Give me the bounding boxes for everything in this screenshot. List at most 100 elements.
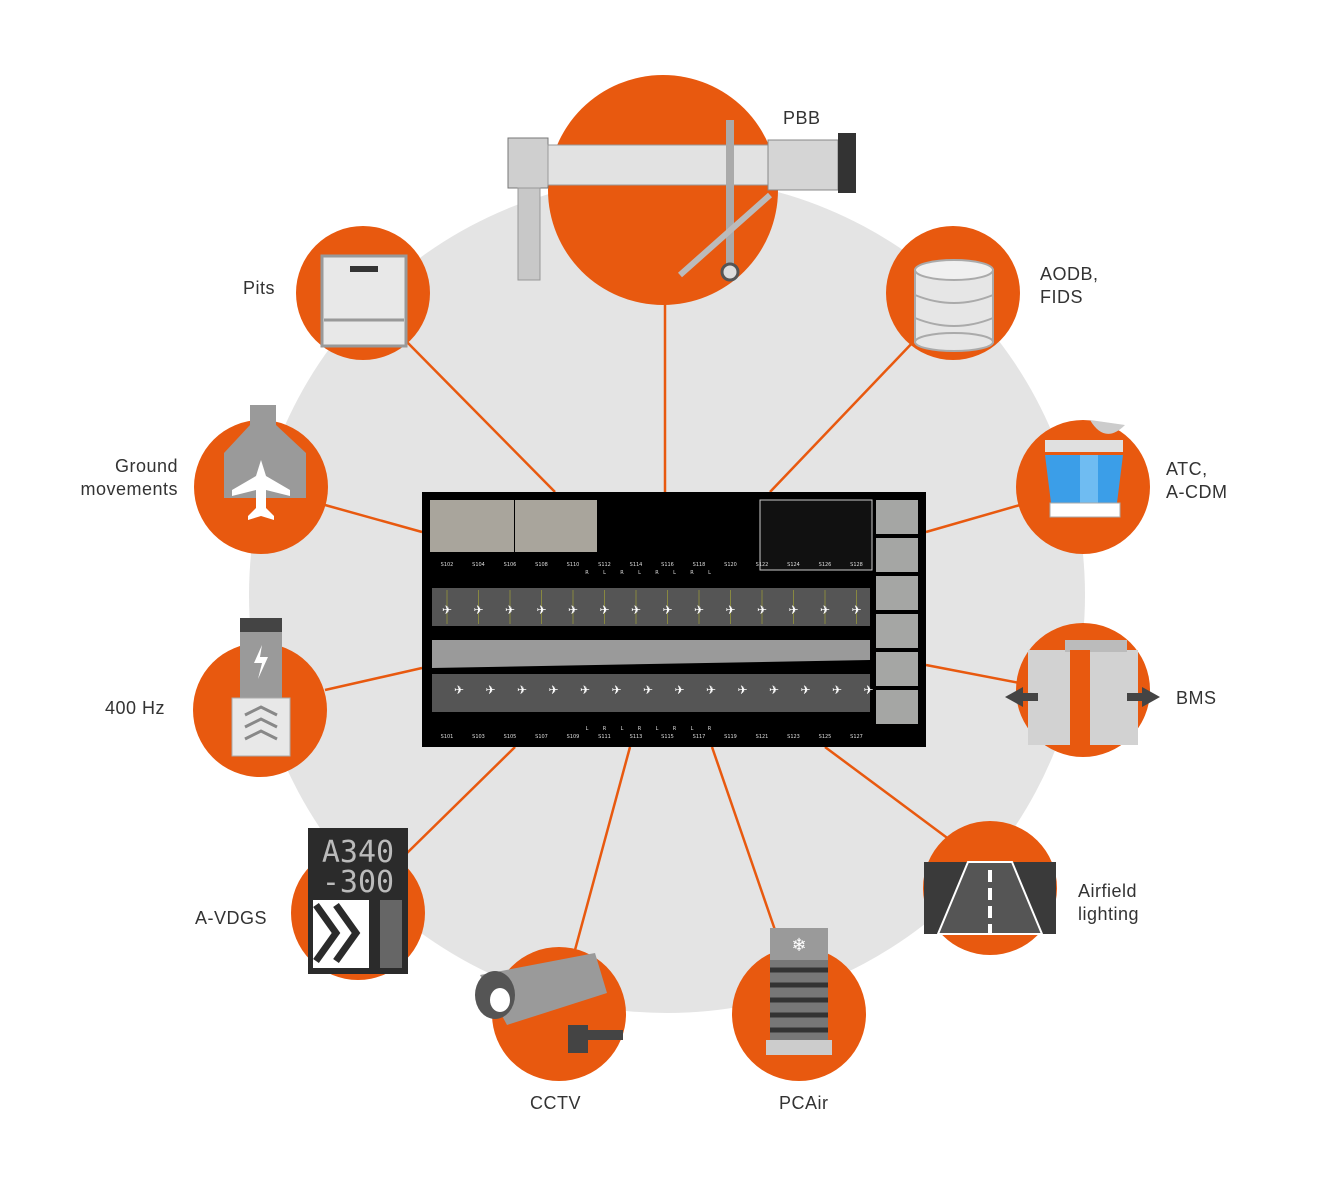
camera-feed[interactable] [876,538,918,572]
side-label: L [586,726,589,732]
side-label: L [638,570,641,576]
aircraft-icon: ✈ [725,603,735,617]
label-aodb: AODB,FIDS [1040,263,1099,309]
camera-feed[interactable] [515,500,597,552]
pbb-icon [507,120,856,282]
stand-label: S104 [472,562,485,568]
side-label: L [621,726,624,732]
label-line: ATC, [1166,459,1208,479]
side-label: R [708,726,712,732]
atc-tower-icon [1045,420,1125,518]
stand-label: S116 [661,562,674,568]
stand-label: S121 [756,734,769,740]
aircraft-icon: ✈ [611,683,621,697]
stand-label: S106 [504,562,517,568]
side-label: L [708,570,711,576]
stand-label: S111 [598,734,611,740]
aircraft-icon: ✈ [643,683,653,697]
stand-label: S114 [630,562,643,568]
aircraft-icon: ✈ [863,683,873,697]
label-line: FIDS [1040,287,1084,307]
side-label: R [690,570,694,576]
connector-lines [324,300,1031,951]
label-line: Ground [114,456,178,476]
aircraft-icon: ✈ [851,603,861,617]
aircraft-icon: ✈ [442,603,452,617]
stand-label: S122 [756,562,769,568]
label-line: lighting [1078,904,1140,924]
vdgs-line1: A340 [322,835,394,870]
label-cctv: CCTV [530,1093,581,1113]
aircraft-icon: ✈ [769,683,779,697]
svg-text:❄: ❄ [791,935,806,955]
aircraft-icon: ✈ [737,683,747,697]
aircraft-icon: ✈ [517,683,527,697]
stand-label: S112 [598,562,611,568]
stand-label: S126 [819,562,832,568]
stand-label: S101 [441,734,454,740]
aircraft-icon: ✈ [832,683,842,697]
runway-lighting-icon [924,861,1056,935]
aircraft-icon: ✈ [757,603,767,617]
label-ground: Ground movements [70,455,178,501]
pit-icon [320,254,408,348]
stand-label: S108 [535,562,548,568]
camera-feed[interactable] [876,690,918,724]
stand-label: S115 [661,734,674,740]
aircraft-icon: ✈ [788,603,798,617]
side-label: R [620,570,624,576]
camera-feed[interactable] [876,576,918,610]
side-label: L [603,570,606,576]
aircraft-icon: ✈ [454,683,464,697]
label-bms: BMS [1176,688,1217,708]
database-icon [914,259,994,352]
label-line: Airfield [1078,881,1138,901]
label-pbb: PBB [783,108,821,128]
side-label: R [655,570,659,576]
side-label: R [585,570,589,576]
stand-label: S109 [567,734,580,740]
side-label: R [638,726,642,732]
camera-feed[interactable] [430,500,514,552]
stand-label: S127 [850,734,863,740]
aircraft-icon: ✈ [694,603,704,617]
label-pcair: PCAir [779,1093,829,1113]
side-label: L [673,570,676,576]
aircraft-icon: ✈ [580,683,590,697]
stand-label: S125 [819,734,832,740]
stand-label: S119 [724,734,737,740]
aircraft-icon: ✈ [548,683,558,697]
stand-label: S123 [787,734,800,740]
aircraft-icon: ✈ [599,603,609,617]
stand-label: S117 [693,734,706,740]
pcair-unit-icon: ❄ [766,928,832,1055]
side-label: L [656,726,659,732]
aircraft-icon: ✈ [662,603,672,617]
camera-feed[interactable] [876,652,918,686]
stand-label: S110 [567,562,580,568]
stand-label: S102 [441,562,454,568]
stand-label: S128 [850,562,863,568]
stand-label: S105 [504,734,517,740]
camera-feed[interactable] [876,500,918,534]
stand-label: S113 [630,734,643,740]
aircraft-icon: ✈ [505,603,515,617]
aircraft-icon: ✈ [800,683,810,697]
vdgs-display-icon: A340 -300 [308,828,408,974]
label-400hz: 400 Hz [105,698,166,718]
bms-door-icon [1005,640,1160,745]
label-atc: ATC,A-CDM [1166,458,1228,504]
stand-label: S120 [724,562,737,568]
aircraft-icon: ✈ [820,603,830,617]
aircraft-icon: ✈ [473,603,483,617]
aircraft-icon: ✈ [706,683,716,697]
stand-label: S118 [693,562,706,568]
camera-feed[interactable] [876,614,918,648]
stand-label: S107 [535,734,548,740]
label-line: movements [80,479,178,499]
stand-label: S124 [787,562,800,568]
message-log[interactable] [759,499,873,571]
ground-movement-icon [224,405,306,520]
vdgs-line2: -300 [322,865,394,900]
